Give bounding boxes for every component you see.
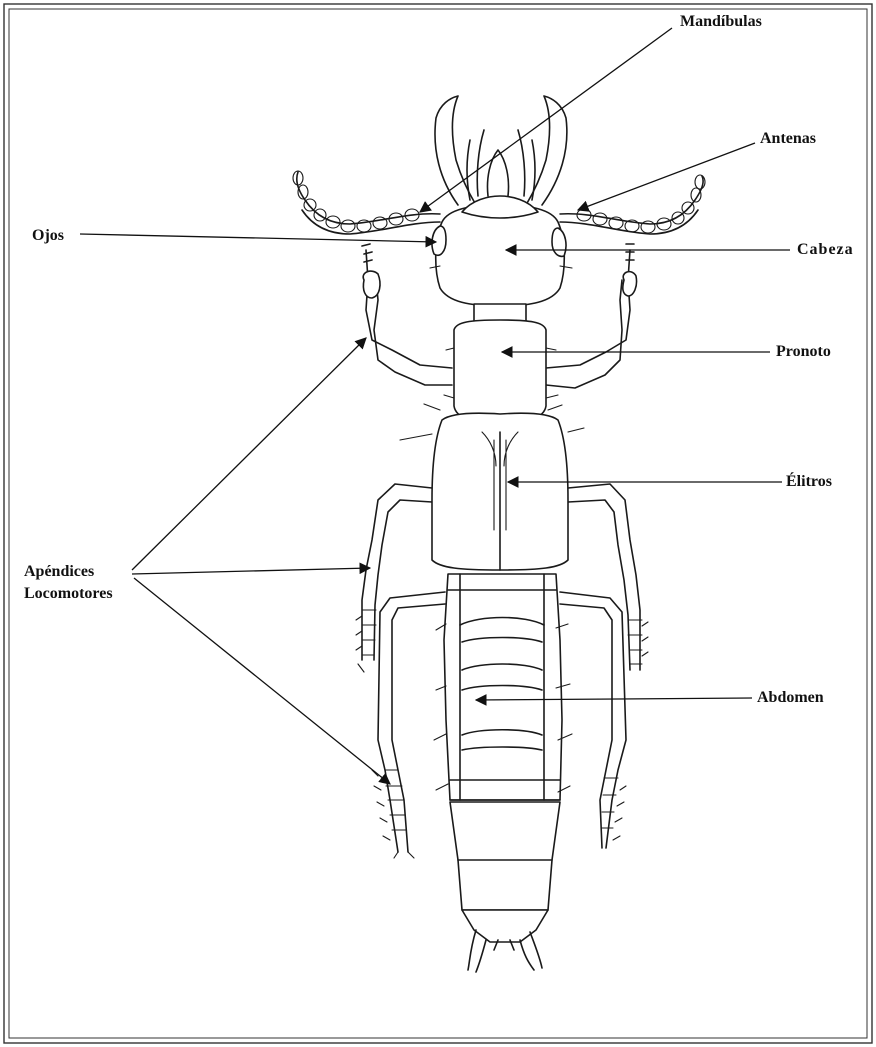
eye-left [432,226,446,255]
labels: Mandíbulas Antenas Ojos Cabeza Pronoto É… [24,13,854,706]
head [436,206,565,306]
label-apendices-line1: Apéndices [24,563,94,580]
mandibles [435,96,567,205]
pronotum [454,320,546,422]
leader-apendices-lower [134,578,390,784]
leader-antenas [578,143,755,210]
label-pronoto: Pronoto [776,343,831,360]
abdomen [434,574,572,972]
label-abdomen: Abdomen [757,689,824,706]
leader-ojos [80,234,436,242]
label-elitros: Élitros [786,471,832,490]
label-antenas: Antenas [760,130,816,147]
leader-mandibulas [420,28,672,212]
leader-apendices-middle [132,568,370,574]
label-ojos: Ojos [32,227,64,244]
leader-apendices-upper [132,338,366,570]
eye-right [552,228,566,256]
label-mandibulas: Mandíbulas [680,13,762,30]
label-cabeza: Cabeza [797,241,854,258]
beetle-illustration [293,96,705,972]
label-apendices-line2: Locomotores [24,585,113,602]
